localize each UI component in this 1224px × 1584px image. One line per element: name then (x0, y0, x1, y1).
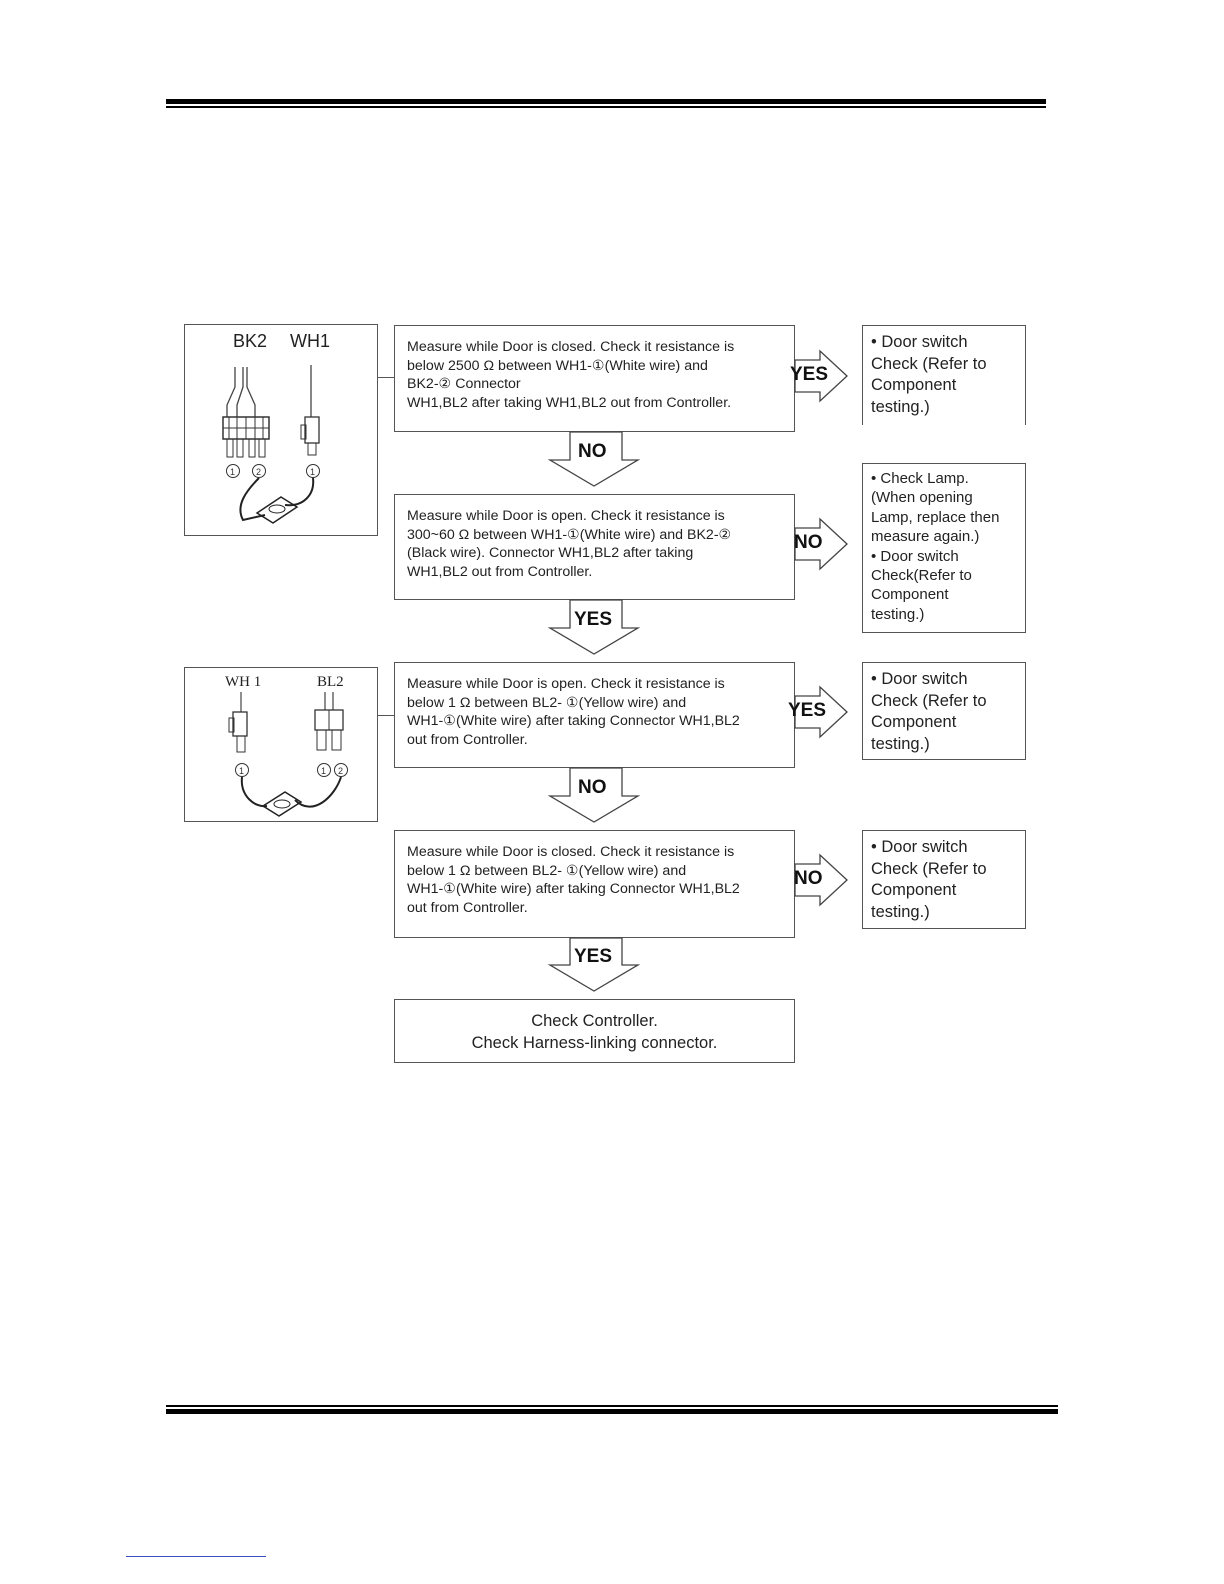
connector-diagram-bk2-wh1: BK2 WH1 1 2 1 (184, 324, 378, 536)
svg-text:1: 1 (310, 467, 315, 477)
diagram-label-bk2: BK2 (233, 331, 268, 351)
header-rule-thick (166, 99, 1046, 104)
down-arrow-2 (547, 599, 641, 655)
result-2-text: • Check Lamp. (When opening Lamp, replac… (871, 470, 1000, 623)
step-1-box: Measure while Door is closed. Check it r… (394, 325, 795, 432)
svg-text:1: 1 (321, 766, 326, 776)
side-arrow-4 (794, 853, 848, 907)
result-2-box: • Check Lamp. (When opening Lamp, replac… (862, 463, 1026, 633)
connector-illustration: 1 2 1 (222, 365, 320, 524)
footer-rule-thick (166, 1409, 1058, 1414)
step-1-text: Measure while Door is closed. Check it r… (407, 339, 735, 411)
step-3-text: Measure while Door is open. Check it res… (407, 676, 740, 748)
diagram-label-wh1: WH1 (290, 331, 330, 351)
down-label-2: YES (574, 609, 613, 630)
result-1-text: • Door switch Check (Refer to Component … (871, 333, 987, 416)
side-label-2: NO (794, 532, 823, 553)
header-rule-thin (166, 106, 1046, 108)
connector-illustration: 1 1 2 (228, 692, 348, 817)
step-2-text: Measure while Door is open. Check it res… (407, 508, 732, 580)
diagram-label-bl2: BL2 (317, 674, 344, 690)
diagram-label-wh1: WH 1 (225, 674, 262, 690)
footer-rule-thin (166, 1405, 1058, 1407)
side-arrow-1 (794, 349, 848, 403)
side-arrow-2 (794, 517, 848, 571)
svg-text:2: 2 (256, 467, 261, 477)
svg-text:1: 1 (230, 467, 235, 477)
result-1-box: • Door switch Check (Refer to Component … (862, 325, 1026, 425)
down-label-1: NO (578, 441, 607, 462)
step-3-box: Measure while Door is open. Check it res… (394, 662, 795, 768)
down-label-3: NO (578, 777, 607, 798)
result-3-box: • Door switch Check (Refer to Component … (862, 662, 1026, 760)
svg-text:2: 2 (338, 766, 343, 776)
diagram2-connector-line (378, 715, 394, 716)
diagram1-connector-line (378, 377, 394, 378)
step-4-text: Measure while Door is closed. Check it r… (407, 844, 740, 916)
side-label-3: YES (788, 700, 827, 721)
svg-text:1: 1 (239, 766, 244, 776)
down-arrow-1 (547, 431, 641, 487)
step-4-box: Measure while Door is closed. Check it r… (394, 830, 795, 938)
footer-link-underline (126, 1556, 266, 1557)
step-2-box: Measure while Door is open. Check it res… (394, 494, 795, 600)
down-label-4: YES (574, 946, 613, 967)
result-3-text: • Door switch Check (Refer to Component … (871, 670, 987, 753)
connector-diagram-wh1-bl2: WH 1 BL2 1 1 2 (184, 667, 378, 822)
result-4-text: • Door switch Check (Refer to Component … (871, 838, 987, 921)
final-box: Check Controller. Check Harness-linking … (394, 999, 795, 1063)
final-text: Check Controller. Check Harness-linking … (471, 1012, 718, 1052)
side-label-1: YES (790, 364, 829, 385)
result-4-box: • Door switch Check (Refer to Component … (862, 830, 1026, 929)
down-arrow-3 (547, 767, 641, 823)
side-label-4: NO (794, 868, 823, 889)
down-arrow-4 (547, 937, 641, 992)
side-arrow-3 (794, 685, 848, 739)
